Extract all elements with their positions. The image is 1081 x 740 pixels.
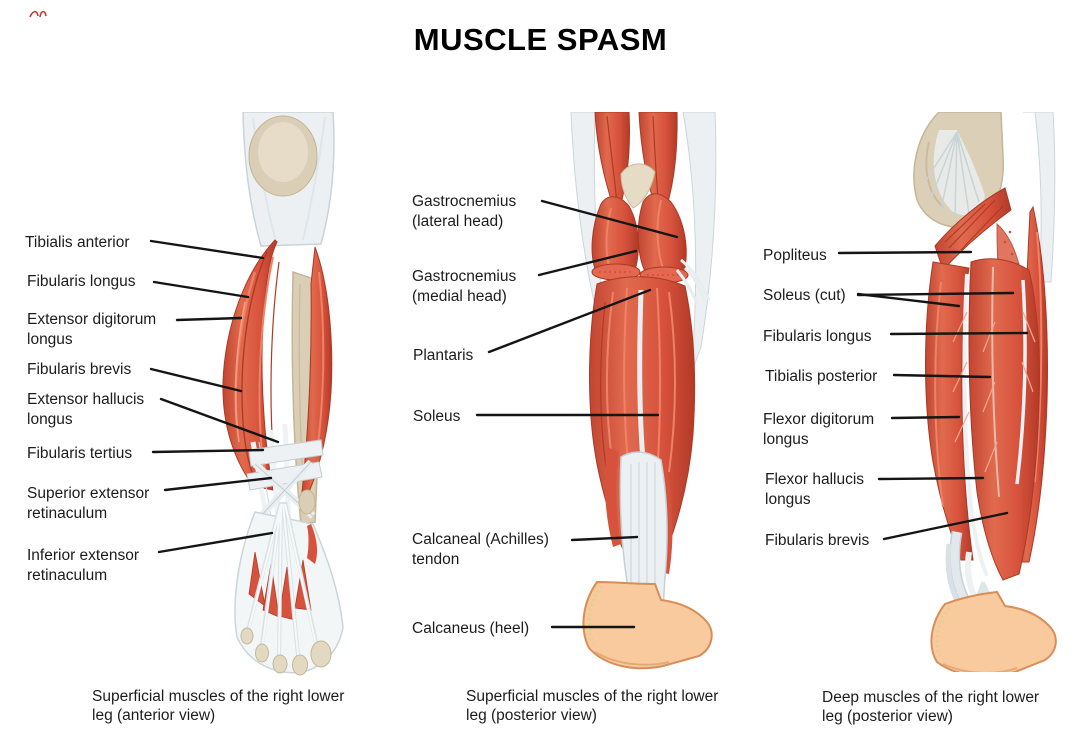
- label-tibialis-anterior: Tibialis anterior: [25, 234, 130, 251]
- femoral-condyle-bone: [620, 163, 656, 209]
- label-fibularis-tertius: Fibularis tertius: [27, 445, 133, 462]
- label-flexor-digitorum-longus: Flexor digitorum longus: [763, 411, 875, 448]
- flexor-hallucis-longus-muscle: [968, 258, 1041, 581]
- label-tibialis-posterior: Tibialis posterior: [765, 368, 878, 385]
- label-extensor-digitorum-longus: Extensor digitorum longus: [27, 311, 157, 348]
- label-gastrocnemius-medial-head: Gastrocnemius (medial head): [412, 268, 517, 305]
- figure-posterior-superficial-leg: [570, 112, 717, 670]
- label-soleus-cut: Soleus (cut): [763, 287, 846, 304]
- label-calcaneus-heel: Calcaneus (heel): [412, 620, 530, 637]
- label-inferior-extensor-retinaculum: Inferior extensor retinaculum: [27, 547, 139, 584]
- figure-posterior-deep-leg: [913, 112, 1057, 672]
- caption-posterior-deep-view: Deep muscles of the right lower leg (pos…: [822, 689, 1040, 725]
- label-flexor-hallucis-longus: Flexor hallucis longus: [765, 471, 865, 508]
- label-gastrocnemius-lateral-head: Gastrocnemius (lateral head): [412, 193, 517, 230]
- label-popliteus: Popliteus: [763, 247, 827, 264]
- heel-skin: [582, 580, 713, 670]
- heel-skin: [930, 590, 1057, 672]
- label-superior-extensor-retinaculum: Superior extensor retinaculum: [27, 485, 150, 522]
- label-soleus: Soleus: [413, 408, 461, 425]
- corner-artifact-mark: [29, 10, 47, 18]
- label-calcaneal-achilles-tendon: Calcaneal (Achilles) tendon: [412, 531, 549, 568]
- superior-retinaculum-band: [248, 439, 324, 467]
- malleolus-bone: [298, 489, 316, 515]
- label-deep-fibularis-brevis: Fibularis brevis: [765, 532, 870, 549]
- figure-anterior-leg: [222, 112, 344, 676]
- label-fibularis-longus: Fibularis longus: [27, 273, 136, 290]
- caption-posterior-superficial-view: Superficial muscles of the right lower l…: [466, 688, 719, 724]
- page-title: MUSCLE SPASM: [413, 22, 668, 57]
- label-extensor-hallucis-longus: Extensor hallucis longus: [27, 391, 145, 428]
- big-toe: [310, 640, 332, 668]
- label-plantaris: Plantaris: [413, 347, 474, 364]
- label-fibularis-brevis: Fibularis brevis: [27, 361, 132, 378]
- caption-anterior-view: Superficial muscles of the right lower l…: [92, 688, 345, 724]
- label-deep-fibularis-longus: Fibularis longus: [763, 328, 872, 345]
